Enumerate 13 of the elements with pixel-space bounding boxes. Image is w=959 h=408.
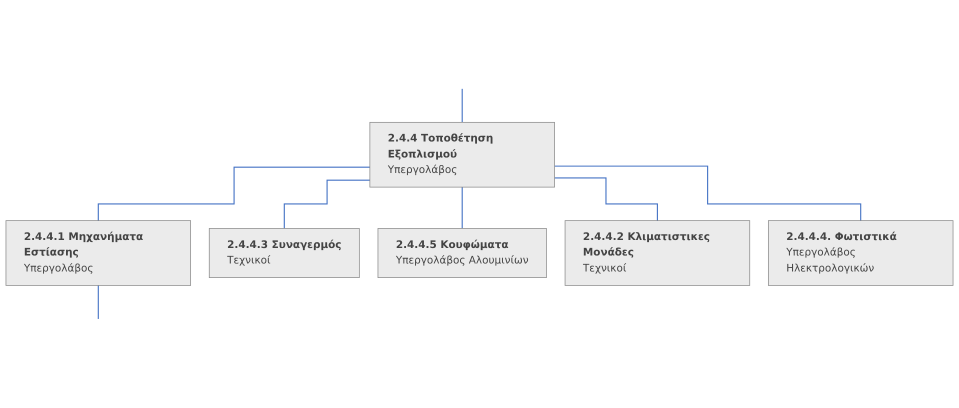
node-box: 2.4.4.1 Μηχανήματα Εστίασης Υπεργολάβος [6, 220, 192, 286]
node-box: 2.4.4.4. Φωτιστικά Υπεργολάβος Ηλεκτρολογικών [768, 220, 954, 286]
node-box: 2.4.4.5 Κουφώματα Υπεργολάβος Αλουμινίων [378, 228, 547, 278]
connector [284, 180, 370, 230]
connector [554, 178, 658, 222]
connector [462, 88, 463, 123]
connector [98, 284, 99, 320]
connector [462, 186, 463, 230]
connector [98, 166, 370, 222]
node-box: 2.4.4.3 Συναγερμός Τεχνικοί [208, 228, 360, 278]
connector [554, 166, 862, 222]
node-box: 2.4.4.2 Κλιματιστικες Μονάδες Τεχνικοί [564, 220, 750, 286]
node-box: 2.4.4 Τοποθέτηση Εξοπλισμού Υπεργολάβος [370, 122, 555, 188]
